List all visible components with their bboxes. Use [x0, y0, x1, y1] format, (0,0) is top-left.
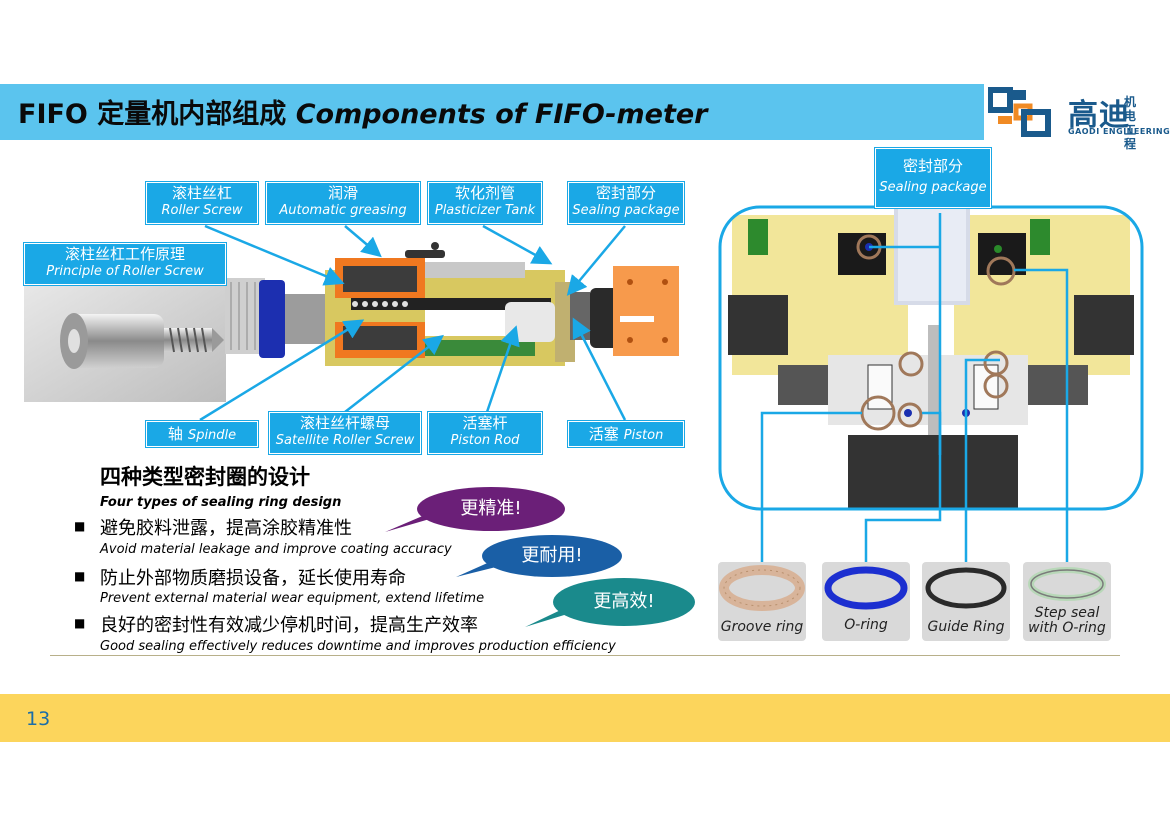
page-title-cn: FIFO 定量机内部组成: [18, 99, 287, 130]
sample-o-ring: O-ring: [822, 562, 910, 641]
guide-ring-icon: [925, 567, 1007, 609]
bullet-3-en: Good sealing effectively reduces downtim…: [100, 639, 616, 654]
bullet-marker: ■: [74, 569, 86, 583]
seal-design-title-cn: 四种类型密封圈的设计: [100, 465, 310, 489]
roller-screw-principle-image: [24, 282, 226, 402]
o-ring-icon: [824, 566, 908, 610]
bullet-2-cn: 防止外部物质磨损设备，延长使用寿命: [100, 568, 406, 589]
logo-name-cn: 高迪: [1068, 98, 1130, 133]
fifo-meter-cross-section: [225, 242, 679, 366]
step-seal-icon: [1028, 567, 1106, 601]
bullet-3-cn: 良好的密封性有效减少停机时间，提高生产效率: [100, 615, 478, 636]
page-title: FIFO 定量机内部组成 Components of FIFO-meter: [18, 92, 707, 131]
label-spindle: 轴 Spindle: [146, 421, 258, 447]
bullet-marker: ■: [74, 519, 86, 533]
page-title-en: Components of FIFO-meter: [295, 99, 708, 130]
gaodi-logo-icon: [988, 87, 1051, 137]
page-number: 13: [26, 708, 51, 730]
groove-ring-icon: [719, 565, 805, 611]
sample-guide-ring: Guide Ring: [922, 562, 1010, 641]
callout-more-durable: 更耐用!: [482, 535, 622, 577]
header-bar: [0, 84, 984, 140]
label-piston: 活塞 Piston: [568, 421, 684, 447]
logo-name-cn-small: 机电工程: [1124, 95, 1137, 151]
sample-groove-ring: Groove ring: [718, 562, 806, 641]
seal-detail-drawing: [718, 205, 1144, 511]
sample-step-seal: Step seal with O-ring: [1023, 562, 1111, 641]
callout-more-efficient: 更高效!: [553, 578, 695, 626]
seal-design-title-en: Four types of sealing ring design: [100, 495, 342, 510]
bullet-1-en: Avoid material leakage and improve coati…: [100, 542, 452, 557]
bullet-2-en: Prevent external material wear equipment…: [100, 591, 485, 606]
divider: [50, 655, 1120, 656]
bullet-1-cn: 避免胶料泄露，提高涂胶精准性: [100, 518, 352, 539]
bullet-marker: ■: [74, 616, 86, 630]
logo-name-en: GAODI ENGINEERING: [1068, 127, 1170, 136]
callout-more-accurate: 更精准!: [417, 487, 565, 531]
footer-bar: [0, 694, 1170, 742]
